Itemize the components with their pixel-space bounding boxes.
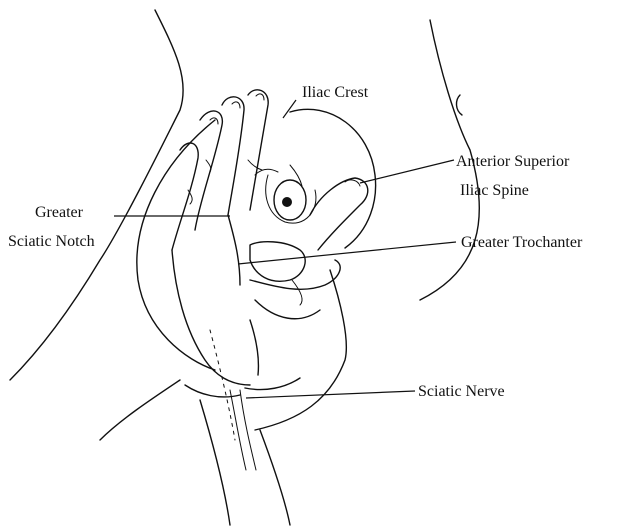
label-iliac-crest: Iliac Crest (302, 84, 369, 101)
label-greater-sciatic-notch-line2: Sciatic Notch (8, 233, 95, 250)
femoral-head-center (282, 197, 292, 207)
labels: Iliac Crest Anterior Superior Iliac Spin… (8, 84, 583, 400)
leader-sciatic-nerve (246, 391, 415, 398)
label-asis-line1: Anterior Superior (456, 153, 570, 170)
label-greater-trochanter: Greater Trochanter (461, 234, 583, 251)
label-greater-sciatic-notch-line1: Greater (35, 204, 84, 221)
hip-body-outline (10, 10, 479, 525)
leader-iliac-crest (283, 100, 296, 118)
pelvis-outline (248, 109, 376, 305)
label-asis-line2: Iliac Spine (460, 182, 529, 199)
leader-lines (114, 100, 456, 398)
label-sciatic-nerve: Sciatic Nerve (418, 383, 505, 400)
hand (172, 90, 368, 397)
leader-greater-trochanter (238, 242, 456, 264)
sciatic-nerve (210, 330, 256, 470)
